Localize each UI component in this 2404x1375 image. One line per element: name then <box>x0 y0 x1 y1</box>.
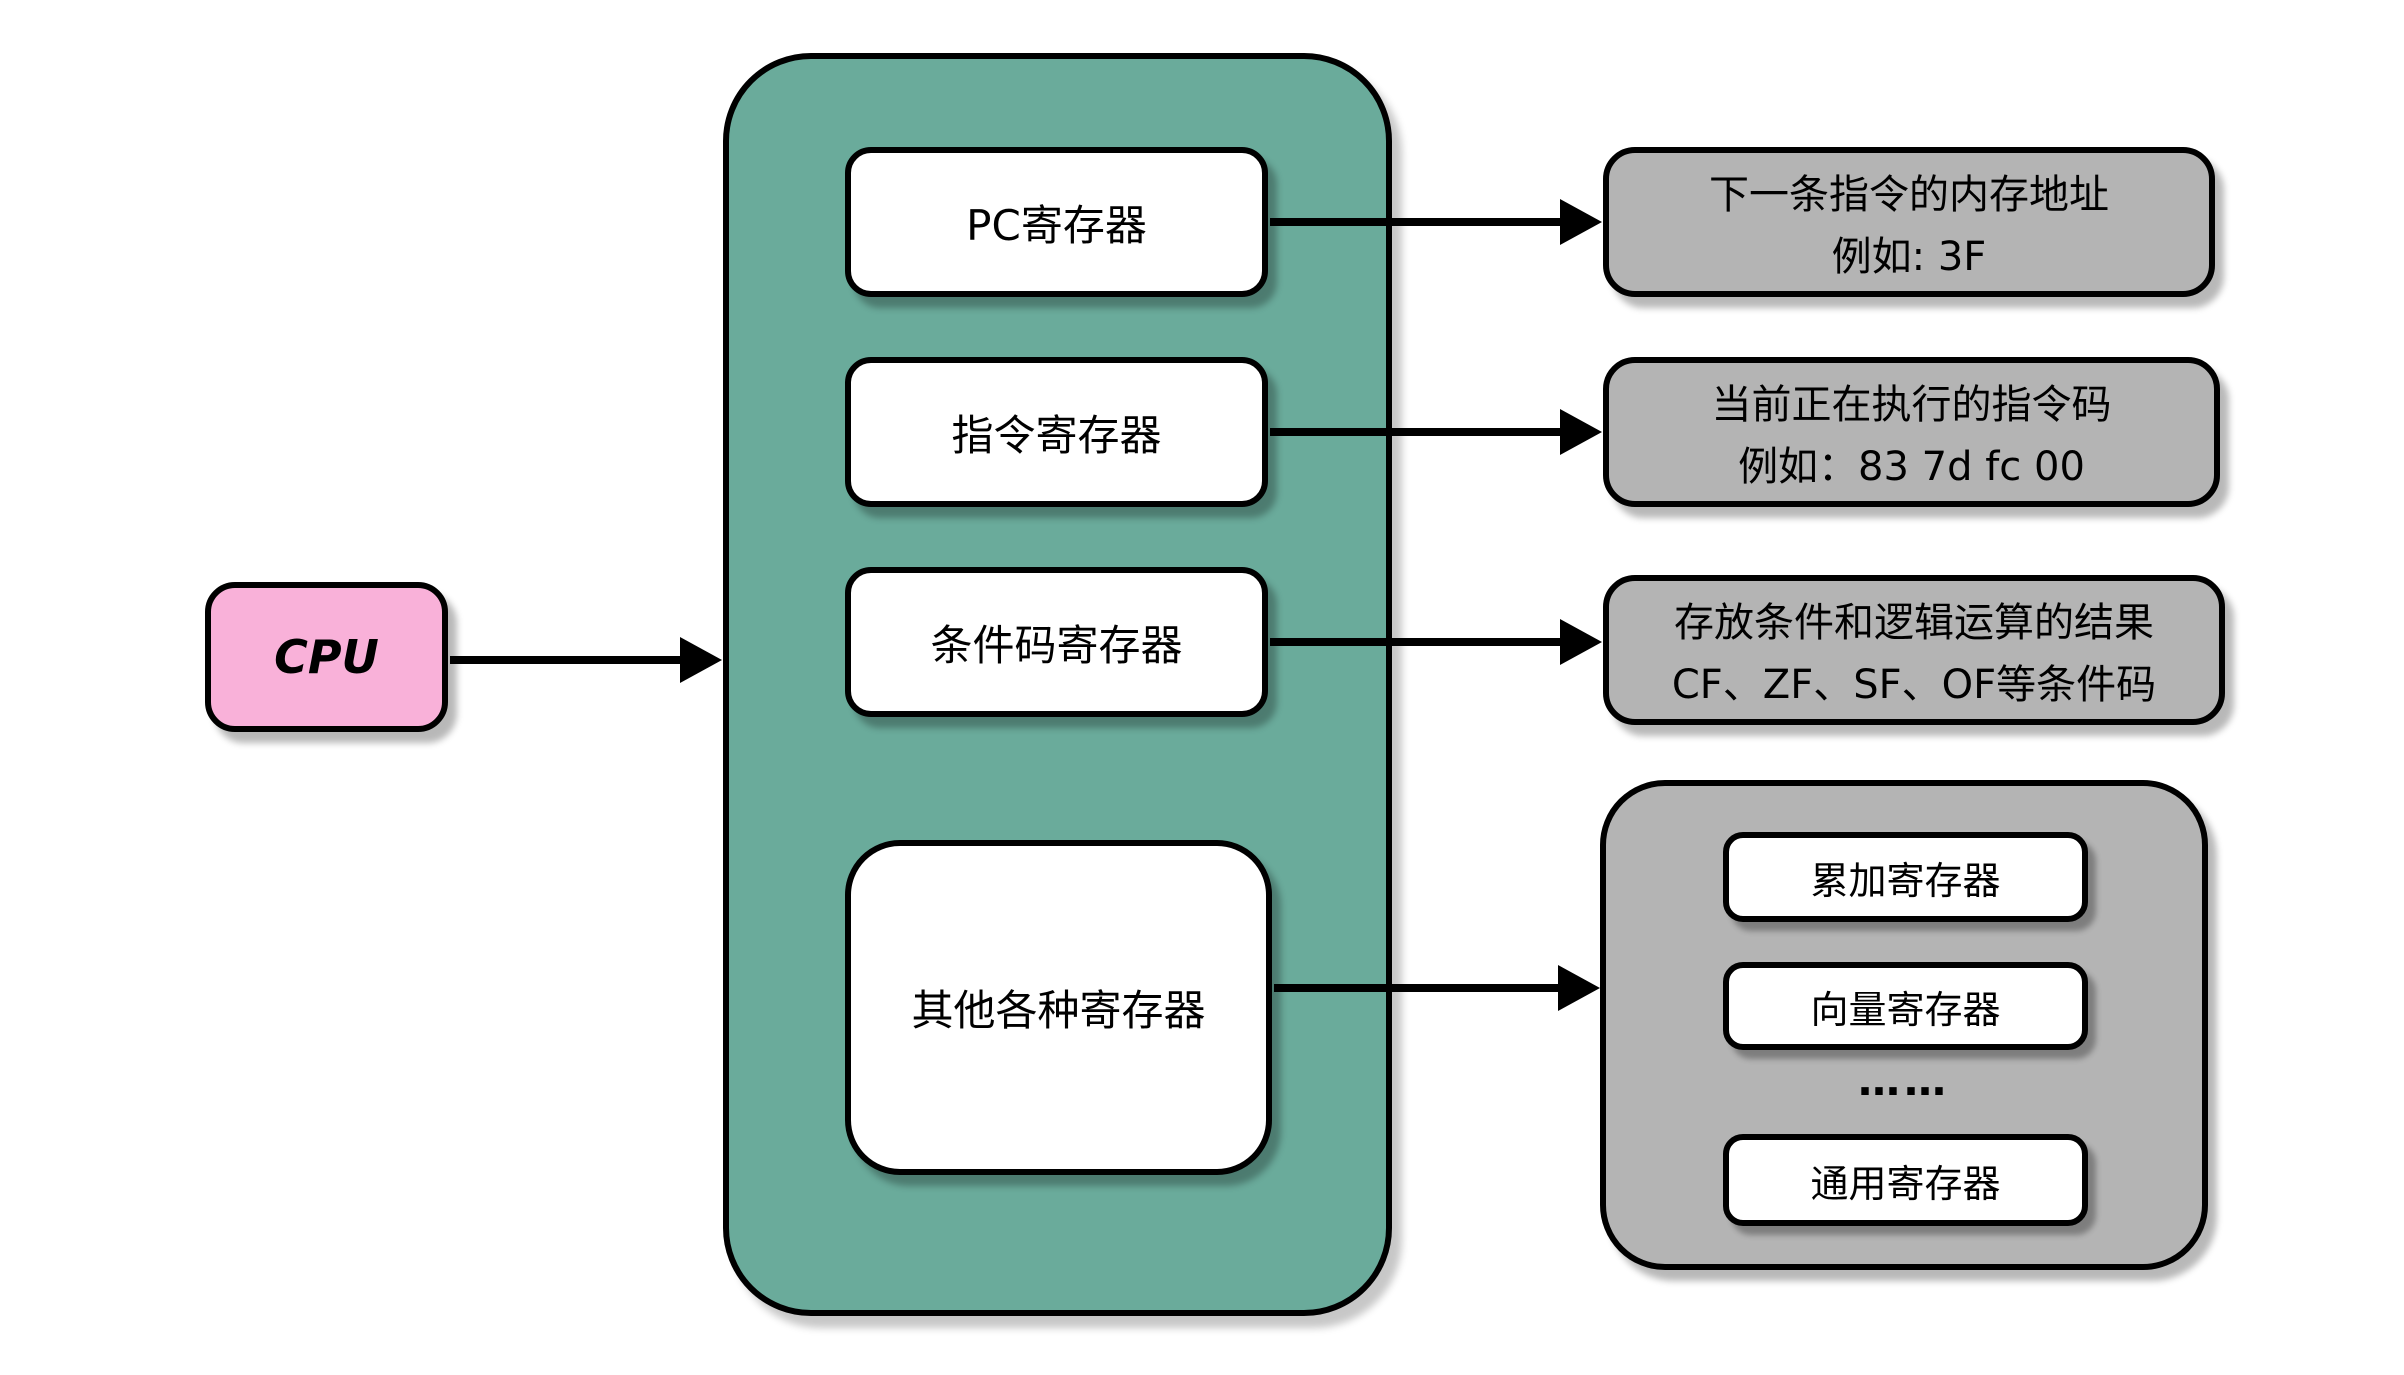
vector-register-box: 向量寄存器 <box>1723 962 2088 1050</box>
general-purpose-register-box: 通用寄存器 <box>1723 1134 2088 1226</box>
register-label-other: 其他各种寄存器 <box>911 986 1206 1035</box>
arrow-condition-code-to-annotation <box>1270 638 1560 646</box>
arrow-other-to-group <box>1274 984 1558 992</box>
register-box-condition-code: 条件码寄存器 <box>845 567 1268 717</box>
ellipsis-more-registers: …… <box>1858 1056 1950 1105</box>
general-purpose-register-label: 通用寄存器 <box>1810 1161 2001 1206</box>
accumulator-register-box: 累加寄存器 <box>1723 832 2088 922</box>
annotation-instruction: 当前正在执行的指令码 例如：83 7d fc 00 <box>1603 357 2220 507</box>
arrow-pc-to-annotation <box>1270 218 1560 226</box>
register-box-pc: PC寄存器 <box>845 147 1268 297</box>
vector-register-label: 向量寄存器 <box>1810 987 2001 1032</box>
annotation-pc-line2: 例如: 3F <box>1831 234 1987 281</box>
annotation-condition-code: 存放条件和逻辑运算的结果 CF、ZF、SF、OF等条件码 <box>1603 575 2225 725</box>
other-registers-group: 累加寄存器 向量寄存器 …… 通用寄存器 <box>1600 780 2208 1270</box>
register-box-instruction: 指令寄存器 <box>845 357 1268 507</box>
cpu-node: CPU <box>205 582 448 732</box>
register-label-instruction: 指令寄存器 <box>951 410 1162 460</box>
annotation-instruction-line1: 当前正在执行的指令码 <box>1711 381 2112 428</box>
annotation-pc-line1: 下一条指令的内存地址 <box>1709 171 2109 218</box>
register-box-other: 其他各种寄存器 <box>845 840 1272 1175</box>
annotation-condition-code-line2: CF、ZF、SF、OF等条件码 <box>1671 662 2157 709</box>
register-label-condition-code: 条件码寄存器 <box>930 620 1183 670</box>
arrow-instruction-to-annotation <box>1270 428 1560 436</box>
accumulator-register-label: 累加寄存器 <box>1810 858 2001 903</box>
annotation-pc: 下一条指令的内存地址 例如: 3F <box>1603 147 2215 297</box>
annotation-condition-code-line1: 存放条件和逻辑运算的结果 <box>1674 599 2154 646</box>
annotation-instruction-line2: 例如：83 7d fc 00 <box>1738 444 2085 491</box>
cpu-label: CPU <box>274 630 379 684</box>
arrow-cpu-to-registers <box>450 656 680 664</box>
register-label-pc: PC寄存器 <box>966 200 1147 250</box>
